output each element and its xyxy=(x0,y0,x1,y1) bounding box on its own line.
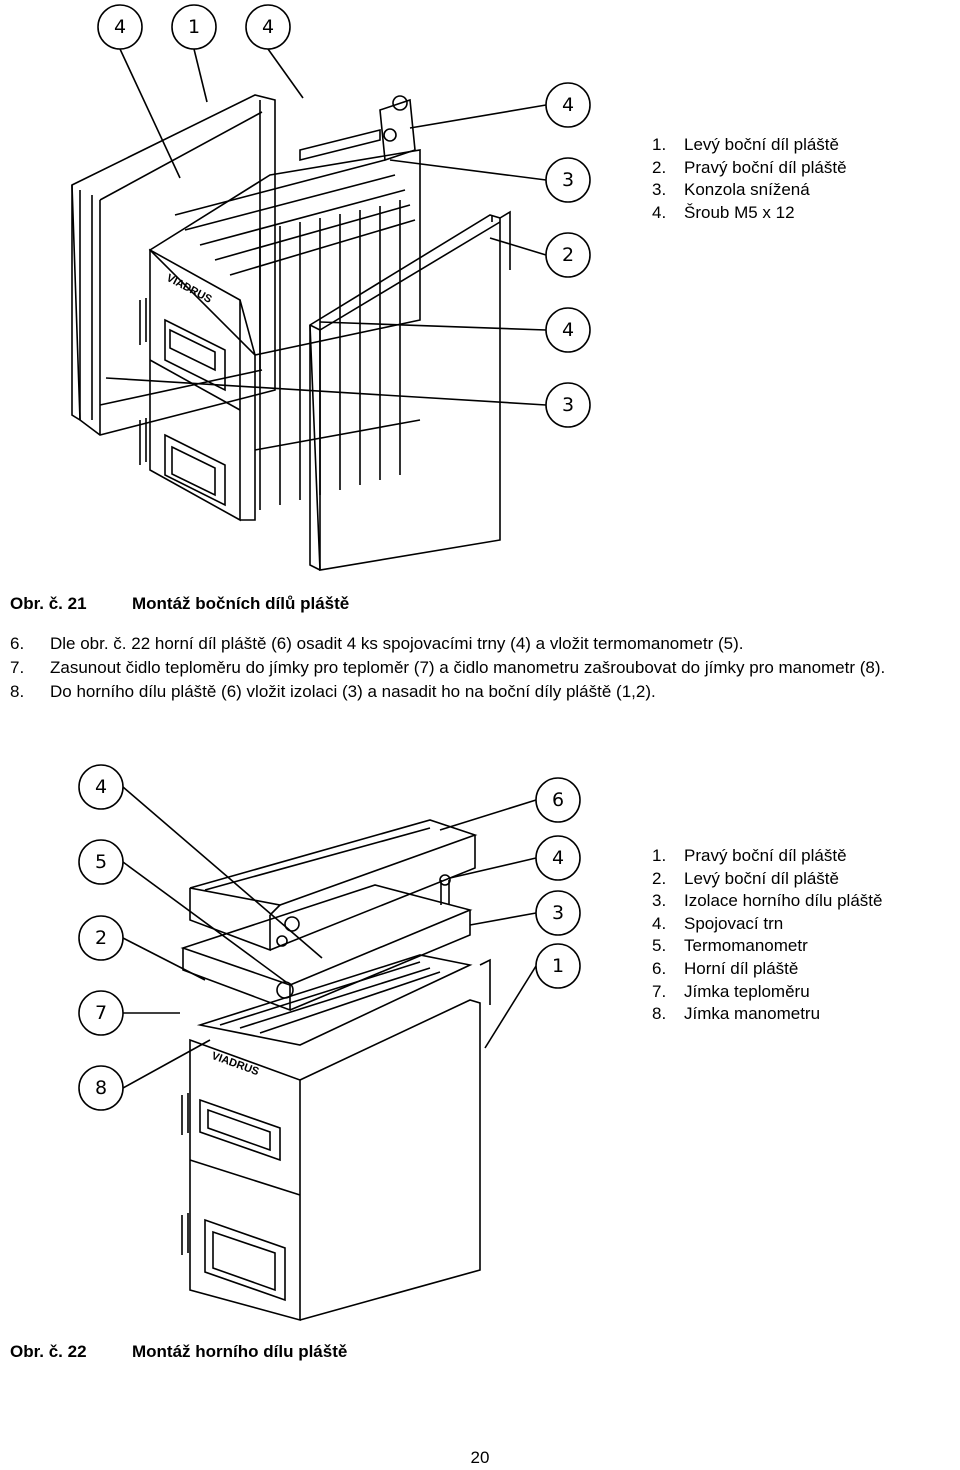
callout-label: 3 xyxy=(561,394,575,416)
callout-label: 4 xyxy=(94,776,108,798)
legend-item: 8.Jímka manometru xyxy=(652,1004,821,1024)
callout-label: 8 xyxy=(94,1077,108,1099)
callout-label: 2 xyxy=(561,244,575,266)
callout-label: 3 xyxy=(561,169,575,191)
legend-item: 1.Pravý boční díl pláště xyxy=(652,846,847,865)
callout-label: 4 xyxy=(113,16,127,38)
callout-label: 6 xyxy=(551,789,565,811)
legend-item: 3.Konzola snížená xyxy=(652,180,810,200)
figure-21-legend: 1.Levý boční díl pláště 2.Pravý boční dí… xyxy=(652,134,847,224)
figure-22-caption-title: Montáž horního dílu pláště xyxy=(132,1342,348,1361)
callout-label: 4 xyxy=(551,847,565,869)
legend-item: 2.Pravý boční díl pláště xyxy=(652,157,847,177)
legend-item: 1.Levý boční díl pláště xyxy=(652,135,839,154)
legend-item: 4.Spojovací trn xyxy=(652,913,784,933)
callout-label: 2 xyxy=(94,927,108,949)
figure-21-drawing xyxy=(71,4,591,571)
page-number: 20 xyxy=(470,1448,490,1467)
callout-label: 4 xyxy=(261,16,275,38)
callout-label: 1 xyxy=(551,955,565,977)
callout-label: 7 xyxy=(94,1002,108,1024)
legend-item: 4.Šroub M5 x 12 xyxy=(652,202,795,222)
step-item: 6.Dle obr. č. 22 horní díl pláště (6) os… xyxy=(10,634,744,653)
assembly-steps: 6.Dle obr. č. 22 horní díl pláště (6) os… xyxy=(10,632,955,703)
figure-21-caption-title: Montáž bočních dílů pláště xyxy=(132,594,350,613)
legend-item: 3.Izolace horního dílu pláště xyxy=(652,891,883,911)
callout-label: 4 xyxy=(561,94,575,116)
figure-22-legend: 1.Pravý boční díl pláště 2.Levý boční dí… xyxy=(652,845,882,1026)
callout-label: 5 xyxy=(94,851,108,873)
step-item: 7.Zasunout čidlo teploměru do jímky pro … xyxy=(10,657,886,677)
callout-label: 1 xyxy=(187,16,201,38)
legend-item: 7.Jímka teploměru xyxy=(652,981,810,1001)
callout-label: 3 xyxy=(551,902,565,924)
legend-item: 5.Termomanometr xyxy=(652,936,808,956)
callout-label: 4 xyxy=(561,319,575,341)
step-item: 8.Do horního dílu pláště (6) vložit izol… xyxy=(10,681,656,701)
figure-21-caption-number: Obr. č. 21 xyxy=(10,594,87,613)
figure-22-caption-number: Obr. č. 22 xyxy=(10,1342,87,1361)
legend-item: 6.Horní díl pláště xyxy=(652,958,799,978)
legend-item: 2.Levý boční díl pláště xyxy=(652,868,839,888)
